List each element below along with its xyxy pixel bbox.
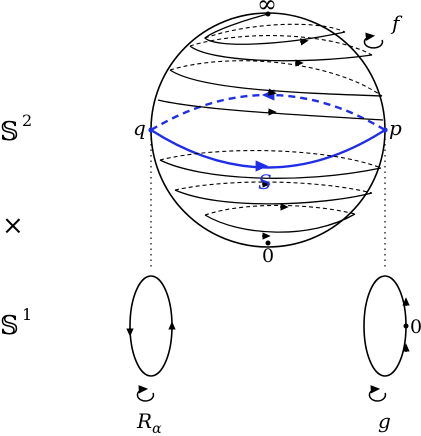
spiral-back-lower-2 bbox=[174, 181, 373, 194]
alpha-subscript: α bbox=[152, 421, 162, 436]
circle-left bbox=[129, 275, 173, 377]
spiral-arrow-3 bbox=[267, 88, 277, 96]
spiral-front-upper-2 bbox=[189, 45, 373, 62]
spiral-front-upper-4 bbox=[157, 99, 384, 121]
rotation-r-icon bbox=[136, 385, 155, 402]
spiral-back-lower-1 bbox=[159, 150, 382, 169]
spiral-front-upper-1 bbox=[204, 13, 346, 45]
r-label: R bbox=[136, 409, 152, 433]
spiral-front-lower-2 bbox=[174, 189, 373, 205]
south-pole-dot bbox=[265, 240, 271, 246]
q-label: q bbox=[133, 116, 146, 140]
spiral-front-upper-3 bbox=[169, 69, 383, 97]
circle-zero-label: 0 bbox=[410, 316, 421, 338]
infinity-label: ∞ bbox=[257, 0, 277, 18]
spiral-front-lower-3 bbox=[204, 213, 356, 233]
spiral-back-upper-2 bbox=[189, 35, 373, 56]
spiral-back-upper-1 bbox=[204, 23, 346, 39]
circle-exponent: 1 bbox=[22, 305, 32, 324]
spiral-arrow-1 bbox=[299, 38, 309, 46]
rotation-g-icon bbox=[368, 385, 387, 402]
equator-front-arc bbox=[150, 128, 386, 169]
sphere-exponent: 2 bbox=[22, 111, 32, 130]
circle-right-zero-dot bbox=[403, 323, 409, 329]
p-label: p bbox=[389, 116, 402, 140]
times-label: × bbox=[2, 211, 24, 241]
f-label: f bbox=[390, 11, 403, 35]
s-label: S bbox=[258, 170, 272, 194]
circle-right bbox=[363, 275, 407, 377]
sphere-factor-label: 𝕊 bbox=[0, 117, 19, 147]
spiral-back-upper-3 bbox=[169, 60, 383, 97]
sphere-outline bbox=[150, 12, 386, 248]
p-dot bbox=[382, 127, 388, 133]
south-pole-label: 0 bbox=[262, 245, 274, 267]
north-pole-dot bbox=[265, 11, 271, 17]
rotation-f-icon bbox=[363, 32, 384, 49]
q-dot bbox=[148, 127, 154, 133]
spiral-front-lower-1 bbox=[159, 159, 382, 179]
r-alpha-label: Rα bbox=[136, 409, 162, 436]
g-label: g bbox=[378, 409, 391, 433]
circle-factor-label: 𝕊 bbox=[0, 311, 19, 341]
